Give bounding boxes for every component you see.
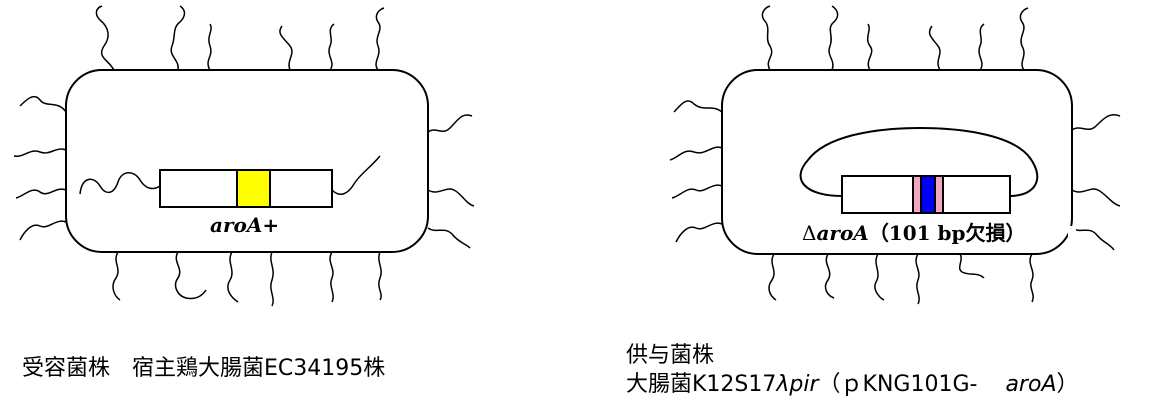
recipient-flagella-left bbox=[13, 95, 67, 241]
donor-cell bbox=[669, 5, 1121, 305]
donor-flagella-bottom bbox=[768, 253, 1034, 305]
recipient-cell-body bbox=[65, 69, 429, 253]
donor-plasmid-loop bbox=[799, 126, 1039, 197]
donor-gene-label: ΔaroA（101 bp欠損） bbox=[802, 221, 1026, 245]
donor-caption-line2: 大腸菌K12S17λpir（ｐKNG101G- aroA） bbox=[626, 372, 1079, 397]
recipient-chromosome-left bbox=[79, 172, 161, 195]
recipient-flagella-bottom bbox=[112, 251, 382, 307]
donor-border-gap bbox=[1068, 226, 1076, 248]
donor-flagella-top bbox=[761, 5, 1029, 71]
recipient-gene-label: aroA+ bbox=[210, 213, 280, 237]
donor-flagella-right bbox=[1071, 114, 1121, 251]
recipient-caption: 受容菌株 宿主鶏大腸菌EC34195株 bbox=[22, 356, 386, 381]
donor-flagella-left bbox=[669, 100, 723, 243]
recipient-cell bbox=[13, 5, 475, 307]
recipient-flagella-right bbox=[427, 114, 475, 249]
donor-caption-line1: 供与菌株 bbox=[626, 343, 715, 368]
delta-symbol: Δ bbox=[802, 221, 817, 245]
donor-aroa-deletion-core bbox=[920, 175, 936, 214]
recipient-flagella-top bbox=[95, 5, 385, 73]
recipient-chromosome-right bbox=[331, 155, 381, 195]
recipient-aroa-insert bbox=[236, 169, 271, 208]
